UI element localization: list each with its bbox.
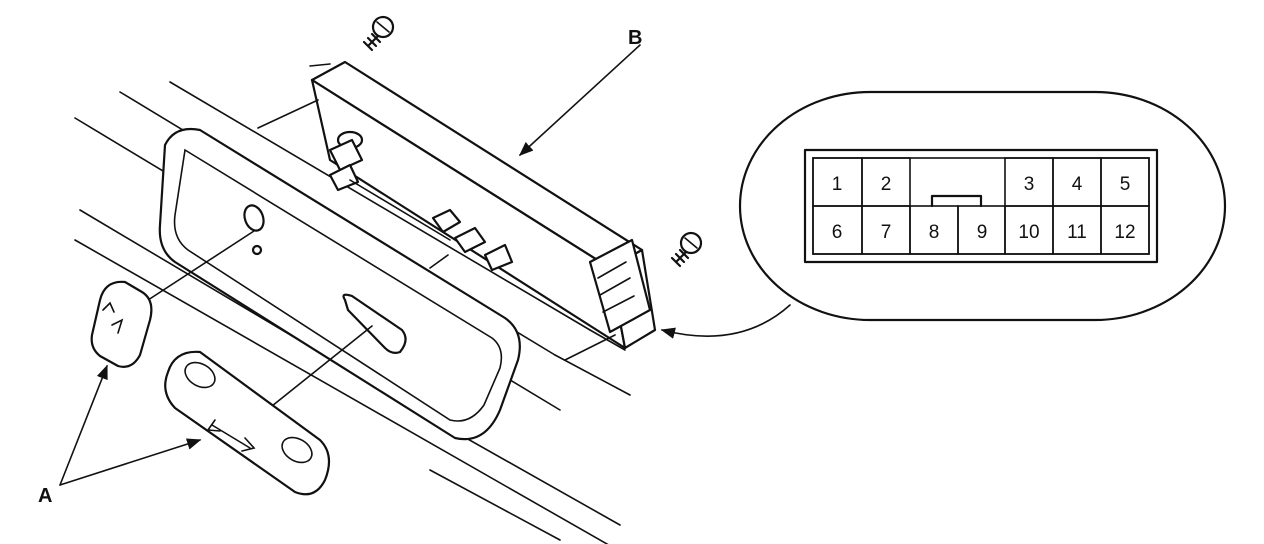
- pin-label-11: 11: [1067, 222, 1087, 243]
- callout-b-label: B: [628, 27, 642, 49]
- screw-right: [670, 231, 703, 268]
- pin-label-2: 2: [881, 174, 892, 195]
- pin-label-8: 8: [929, 222, 940, 243]
- pin-cell-12: [1100, 205, 1150, 255]
- pin-label-12: 12: [1114, 222, 1135, 243]
- pin-label-7: 7: [881, 222, 892, 243]
- pin-label-5: 5: [1120, 174, 1131, 195]
- callout-leaders: [59, 44, 791, 486]
- pin-label-6: 6: [832, 222, 843, 243]
- connector-detail: 1 2 3 4 5 6 7 8 9 10 11 12: [738, 90, 1227, 322]
- switch-bezel: [144, 127, 521, 441]
- connector-face: [803, 148, 1159, 264]
- pin-label-3: 3: [1024, 174, 1035, 195]
- pin-label-4: 4: [1072, 174, 1083, 195]
- callout-a-label: A: [38, 485, 52, 507]
- mirror-select-knob: [90, 280, 153, 368]
- pin-label-10: 10: [1018, 222, 1039, 243]
- screw-top: [362, 15, 395, 52]
- switch-body: [257, 60, 657, 361]
- pin-label-1: 1: [832, 174, 843, 195]
- mirror-adjust-knob: [164, 350, 331, 496]
- connector-lock-tab: [930, 194, 983, 208]
- pin-label-9: 9: [977, 222, 988, 243]
